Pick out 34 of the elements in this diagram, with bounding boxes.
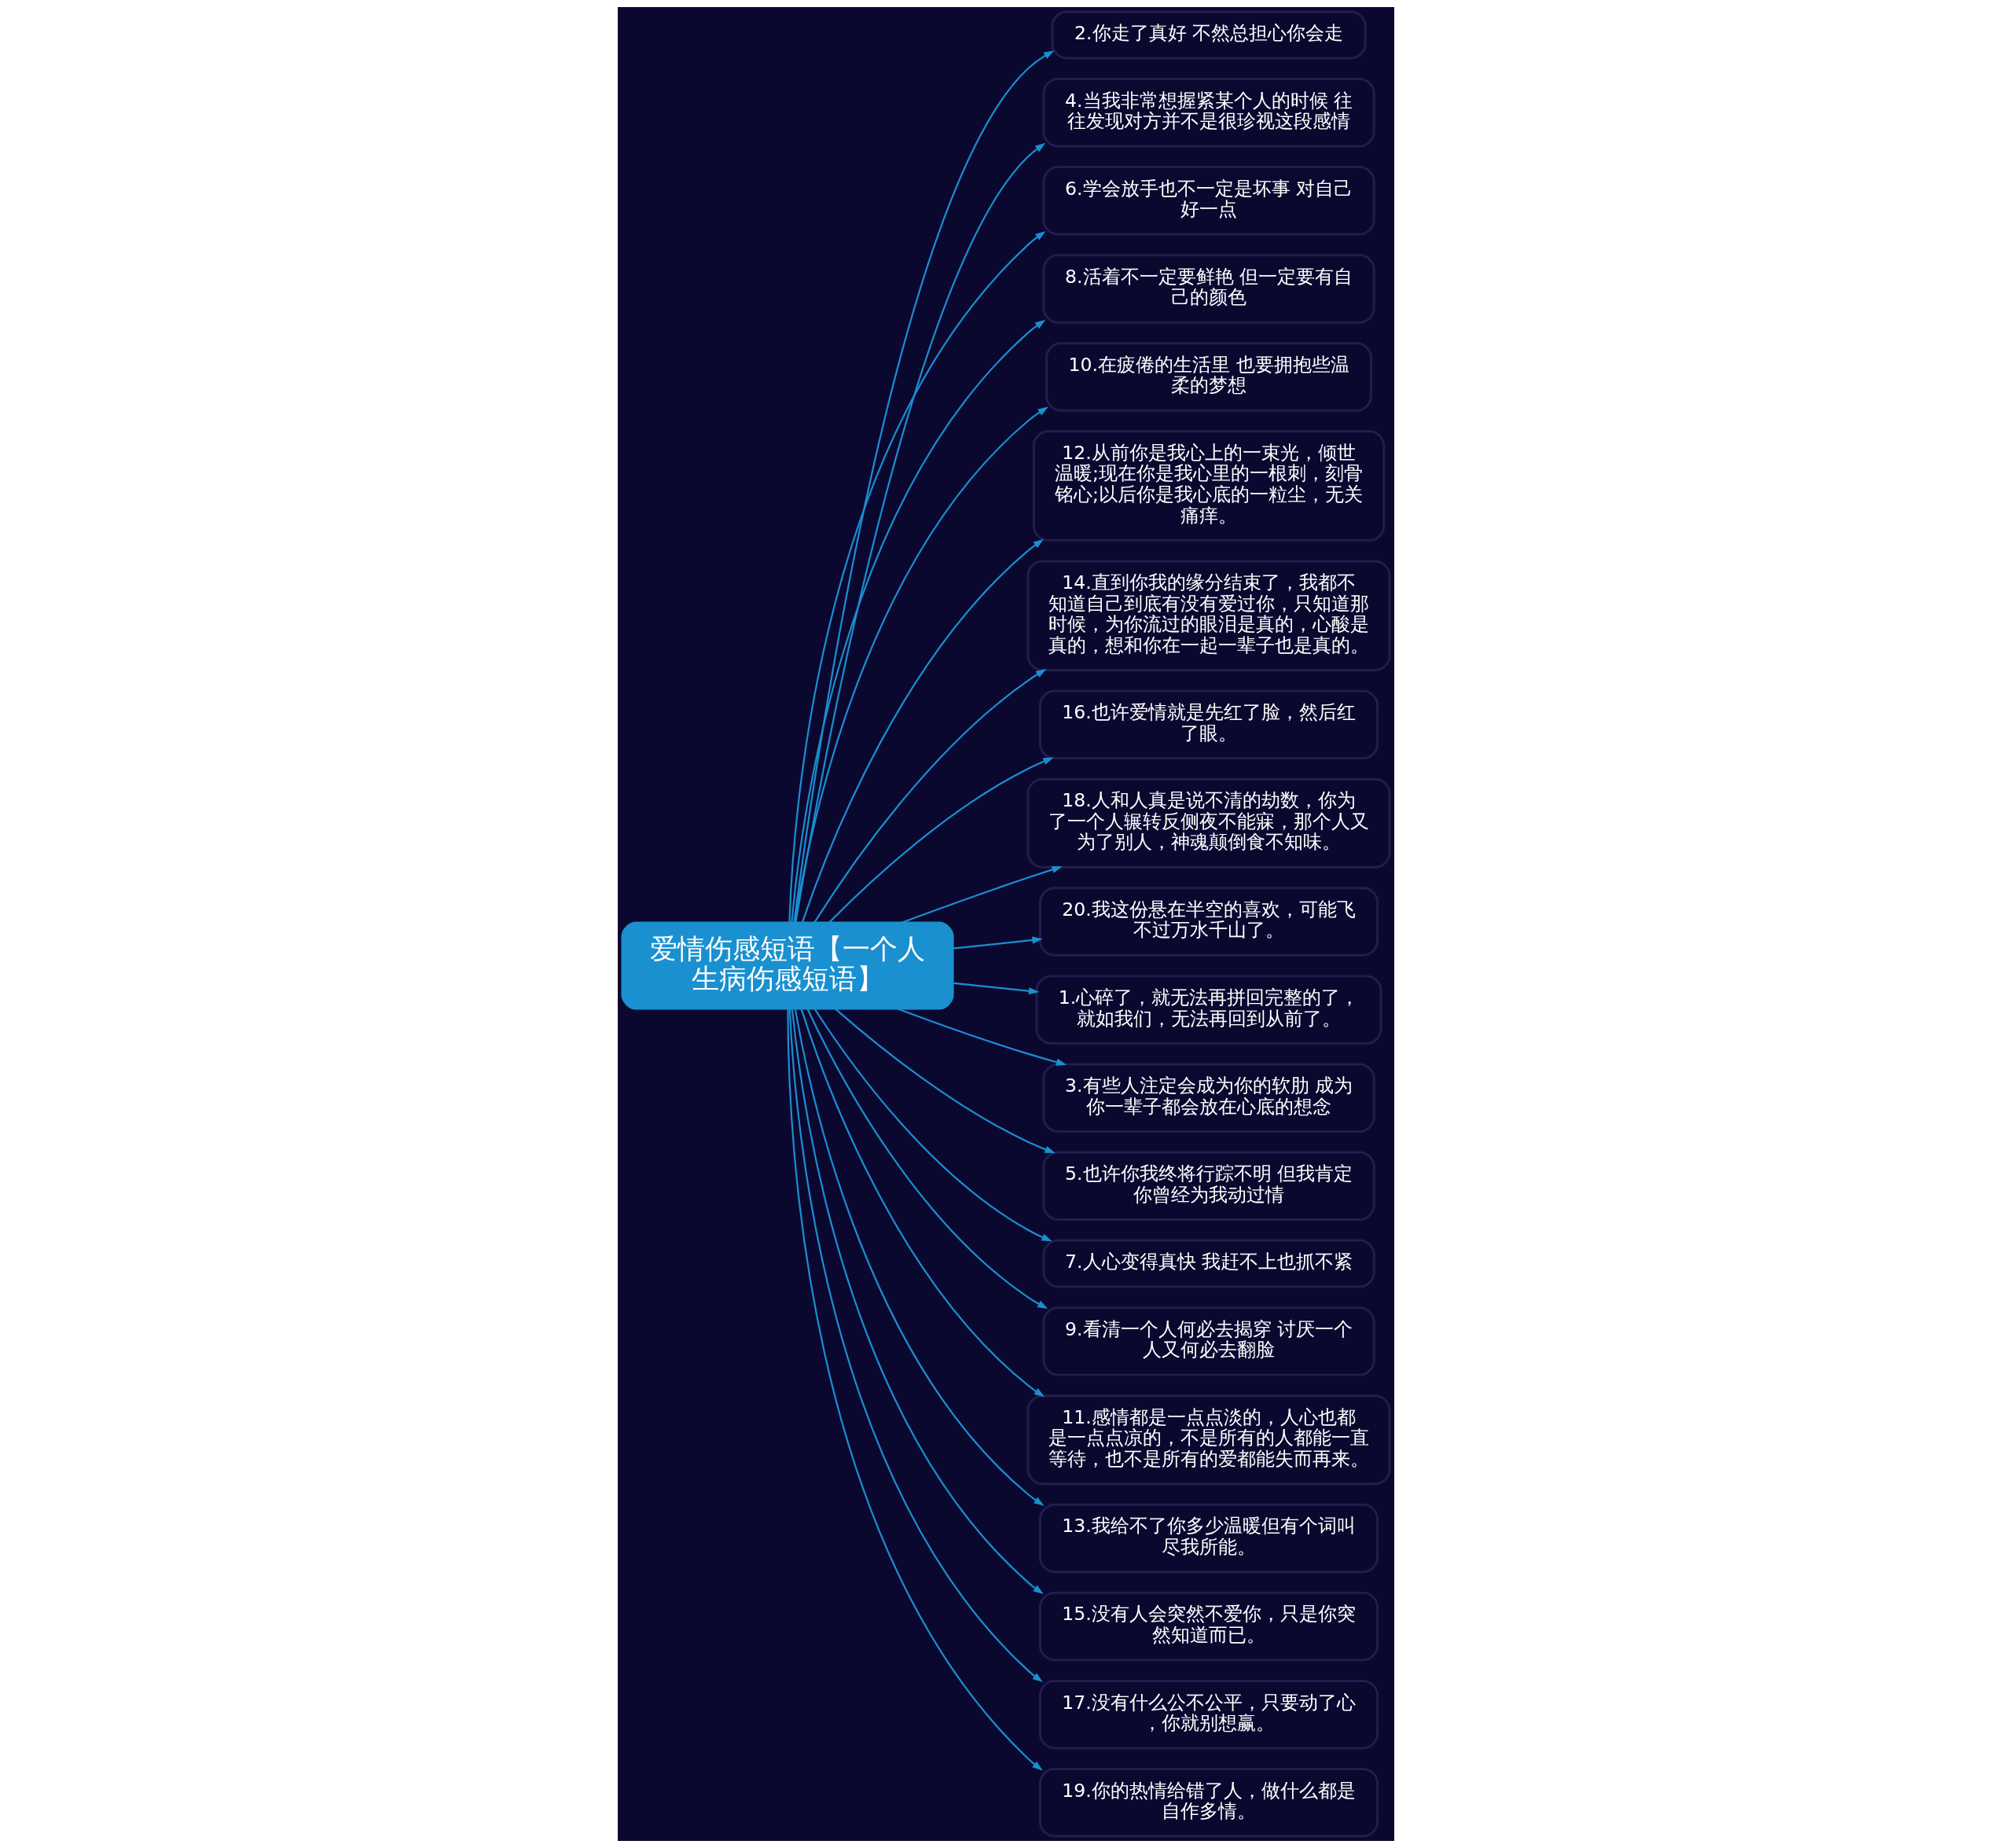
node-box: 8.活着不一定要鲜艳 但一定要有自己的颜色 xyxy=(1042,254,1375,324)
node-box: 11.感情都是一点点淡的，人心也都是一点点凉的，不是所有的人都能一直等待，也不是所有的爱都能失而再来。 xyxy=(1026,1394,1391,1486)
node-box: 15.没有人会突然不爱你，只是你突然知道而已。 xyxy=(1039,1591,1379,1662)
node-box: 20.我这份悬在半空的喜欢，可能飞不过万水千山了。 xyxy=(1039,887,1379,957)
arrow xyxy=(953,936,1043,950)
node-box: 6.学会放手也不一定是坏事 对自己好一点 xyxy=(1042,166,1375,236)
node-box: 5.也许你我终将行踪不明 但我肯定你曾经为我动过情 xyxy=(1042,1151,1375,1221)
arrow xyxy=(793,406,1048,923)
node-box: 19.你的热情给错了人，做什么都是自作多情。 xyxy=(1039,1768,1379,1838)
node-box: 16.也许爱情就是先红了脸，然后红了眼。 xyxy=(1039,689,1379,760)
node-box: 7.人心变得真快 我赶不上也抓不紧 xyxy=(1042,1239,1375,1288)
arrow xyxy=(901,865,1063,924)
arrow xyxy=(953,982,1040,995)
node-box: 3.有些人注定会成为你的软肋 成为你一辈子都会放在心底的想念 xyxy=(1042,1063,1375,1133)
node-box: 4.当我非常想握紧某个人的时候 往往发现对方并不是很珍视这段感情 xyxy=(1042,78,1375,148)
node-box: 10.在疲倦的生活里 也要拥抱些温柔的梦想 xyxy=(1045,342,1372,412)
arrow xyxy=(897,1008,1067,1066)
arrow xyxy=(813,669,1047,923)
node-box: 18.人和人真是说不清的劫数，你为了一个人辗转反侧夜不能寐，那个人又为了别人，神魂颠倒食不知味。 xyxy=(1026,777,1391,869)
node-box: 14.直到你我的缘分结束了，我都不知道自己到底有没有爱过你，只知道那时候，为你流过的眼泪是真的，心酸是真的，想和你在一起一辈子也是真的。 xyxy=(1026,560,1391,672)
node-box: 12.从前你是我心上的一束光，倾世温暖;现在你是我心里的一根刺，刻骨铭心;以后你是我心底的一粒尘，无关痛痒。 xyxy=(1032,430,1386,542)
arrow xyxy=(806,1008,1048,1310)
arrow xyxy=(801,538,1044,924)
node-box: 17.没有什么公不公平，只要动了心，你就别想赢。 xyxy=(1039,1679,1379,1750)
node-box: 2.你走了真好 不然总担心你会走 xyxy=(1051,10,1367,60)
arrow xyxy=(828,757,1054,924)
arrow xyxy=(800,1009,1045,1398)
node-box: 13.我给不了你多少温暖但有个词叫尽我所能。 xyxy=(1039,1503,1379,1574)
arrow xyxy=(813,1008,1052,1242)
arrow xyxy=(794,1008,1045,1506)
node-box: 1.心碎了，就无法再拼回完整的了，就如我们，无法再回到从前了。 xyxy=(1035,975,1382,1045)
node-box: 爱情伤感短语【一个人生病伤感短语】 xyxy=(621,921,954,1010)
node-box: 9.看清一个人何必去揭穿 讨厌一个人又何必去翻脸 xyxy=(1042,1306,1375,1376)
arrow xyxy=(835,1008,1056,1154)
